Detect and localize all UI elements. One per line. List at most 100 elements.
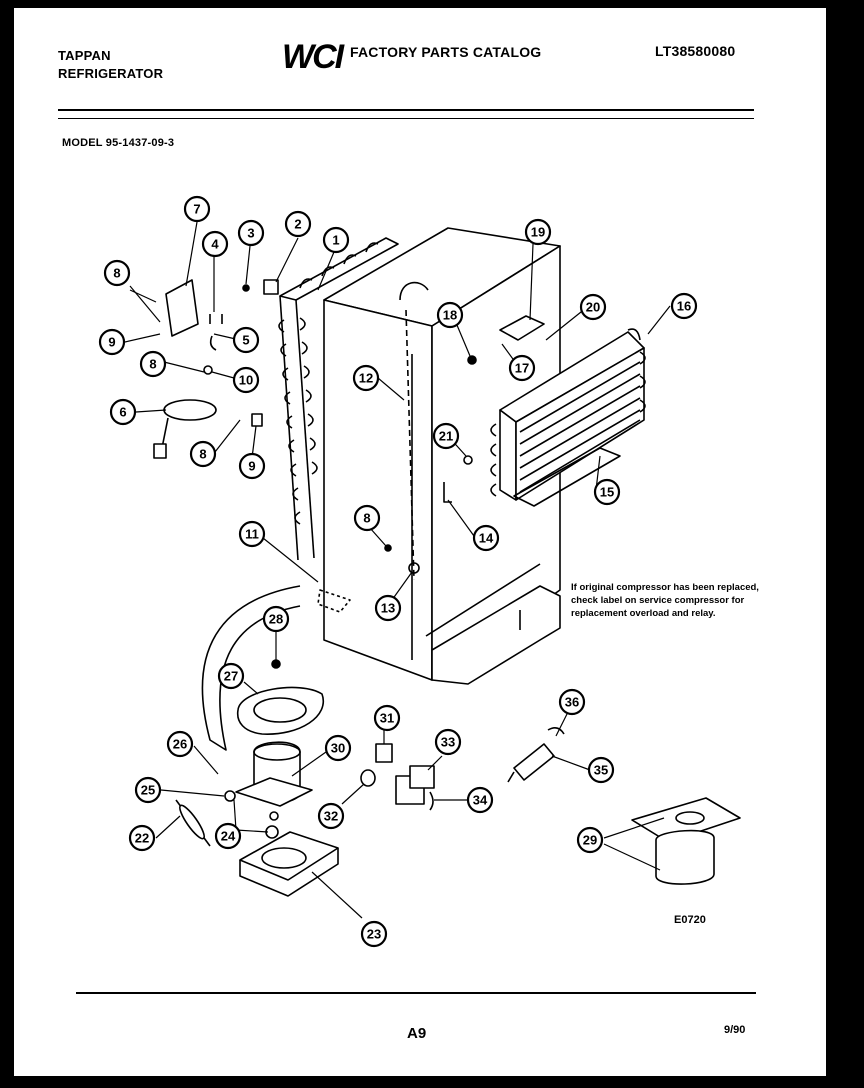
callout-label: 29 xyxy=(583,833,597,848)
callout-circle xyxy=(579,293,607,321)
callout-label: 22 xyxy=(135,831,149,846)
callout-circle xyxy=(353,504,381,532)
callout-label: 6 xyxy=(119,405,126,420)
cabinet xyxy=(323,227,561,685)
callout-label: 25 xyxy=(141,783,155,798)
callout-c17: 17 xyxy=(508,354,536,382)
callout-label: 11 xyxy=(245,527,259,542)
callout-c28: 28 xyxy=(262,605,290,633)
callout-circle xyxy=(317,802,345,830)
callout-c25: 25 xyxy=(134,776,162,804)
callout-circle xyxy=(576,826,604,854)
callout-c7: 7 xyxy=(183,195,211,223)
callout-c30: 30 xyxy=(324,734,352,762)
callout-circle xyxy=(322,226,350,254)
relay-overload xyxy=(395,765,435,805)
callout-circle xyxy=(189,440,217,468)
callout-label: 27 xyxy=(224,669,238,684)
callout-c35: 35 xyxy=(587,756,615,784)
evaporator-bracket xyxy=(499,315,545,341)
callout-c29: 29 xyxy=(576,826,604,854)
callout-circle xyxy=(166,730,194,758)
callout-c13: 13 xyxy=(374,594,402,622)
callout-circle xyxy=(436,301,464,329)
compressor-note: If original compressor has been replaced… xyxy=(571,582,759,619)
page-number: A9 xyxy=(407,1025,427,1042)
callout-label: 9 xyxy=(248,459,255,474)
callout-c14: 14 xyxy=(472,524,500,552)
callout-circle xyxy=(352,364,380,392)
callout-label: 35 xyxy=(594,763,608,778)
callout-circle xyxy=(238,520,266,548)
callout-label: 21 xyxy=(439,429,453,444)
callout-circle xyxy=(284,210,312,238)
product-type: REFRIGERATOR xyxy=(58,66,164,81)
callout-c6: 6 xyxy=(109,398,137,426)
callout-circle xyxy=(232,326,260,354)
header-rule-thin xyxy=(58,118,754,119)
callout-label: 17 xyxy=(515,361,529,376)
callout-c2: 2 xyxy=(284,210,312,238)
callout-circle xyxy=(434,728,462,756)
callout-label: 12 xyxy=(359,371,373,386)
callout-circle xyxy=(262,605,290,633)
callout-circle xyxy=(472,524,500,552)
callout-c31: 31 xyxy=(373,704,401,732)
catalog-title: FACTORY PARTS CATALOG xyxy=(350,44,542,60)
callout-circle xyxy=(373,704,401,732)
callout-circle xyxy=(432,422,460,450)
callout-label: 18 xyxy=(443,308,457,323)
callout-c24: 24 xyxy=(214,822,242,850)
compressor-base xyxy=(239,831,339,897)
callout-label: 10 xyxy=(239,373,253,388)
callout-c12: 12 xyxy=(352,364,380,392)
compressor xyxy=(235,741,313,807)
drain-tube xyxy=(399,281,429,301)
callout-label: 8 xyxy=(199,447,206,462)
callout-label: 20 xyxy=(586,300,600,315)
callout-c1: 1 xyxy=(322,226,350,254)
drain-tube-line xyxy=(405,309,415,581)
callout-layer: 1234567888899101112131415161718192021222… xyxy=(98,195,698,948)
callout-label: 1 xyxy=(332,233,339,248)
callout-circle xyxy=(466,786,494,814)
callout-circle xyxy=(508,354,536,382)
callout-circle xyxy=(670,292,698,320)
drain-hose xyxy=(201,585,301,751)
callout-c27: 27 xyxy=(217,662,245,690)
callout-label: 26 xyxy=(173,737,187,752)
callout-label: 5 xyxy=(242,333,249,348)
callout-label: 8 xyxy=(113,266,120,281)
callout-label: 34 xyxy=(473,793,488,808)
footer-rule xyxy=(76,992,756,994)
callout-label: 8 xyxy=(363,511,370,526)
callout-circle xyxy=(128,824,156,852)
callout-circle xyxy=(593,478,621,506)
callout-c33: 33 xyxy=(434,728,462,756)
callout-c4: 4 xyxy=(201,230,229,258)
callout-circle xyxy=(237,219,265,247)
callout-circle xyxy=(524,218,552,246)
callout-label: 7 xyxy=(193,202,200,217)
terminal-cover xyxy=(375,743,393,763)
callout-c21: 21 xyxy=(432,422,460,450)
callout-circle xyxy=(134,776,162,804)
callout-c19: 19 xyxy=(524,218,552,246)
callout-c20: 20 xyxy=(579,293,607,321)
callout-circle xyxy=(232,366,260,394)
revision-date: 9/90 xyxy=(724,1024,746,1036)
callout-circle xyxy=(558,688,586,716)
callout-c32: 32 xyxy=(317,802,345,830)
callout-label: 3 xyxy=(247,226,254,241)
callout-circle xyxy=(374,594,402,622)
evaporator xyxy=(490,328,646,501)
wci-logo: WCI xyxy=(282,38,344,76)
callout-circle xyxy=(217,662,245,690)
callout-c18: 18 xyxy=(436,301,464,329)
figure-code: E0720 xyxy=(674,914,706,926)
callout-c8c: 8 xyxy=(189,440,217,468)
callout-c11: 11 xyxy=(238,520,266,548)
callout-c26: 26 xyxy=(166,730,194,758)
grommet xyxy=(360,769,376,787)
